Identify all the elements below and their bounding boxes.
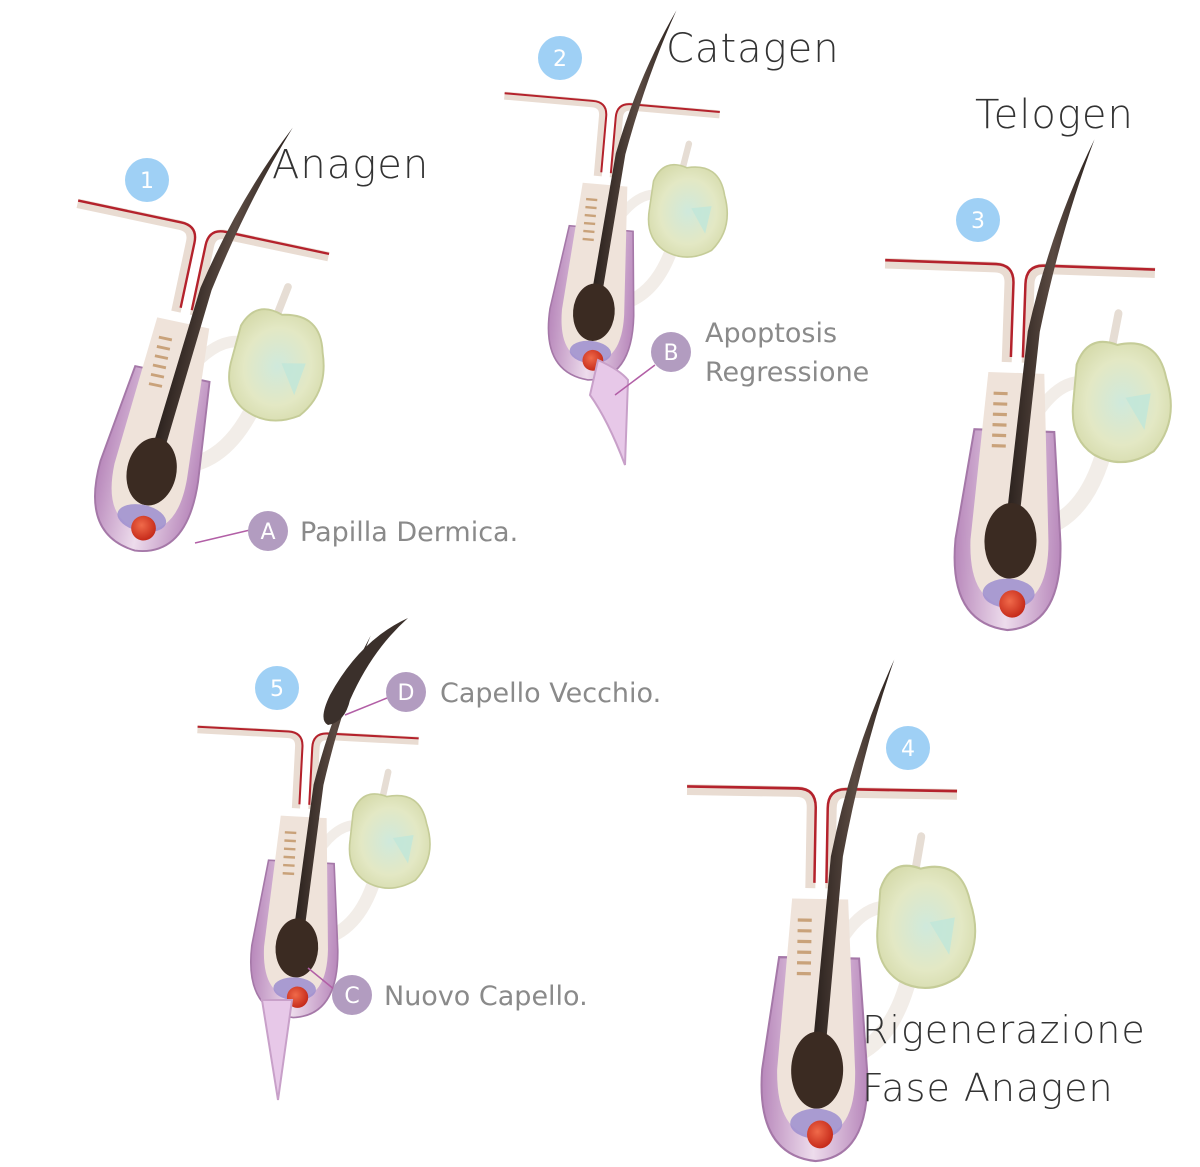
label-d-badge <box>386 672 426 712</box>
label-a-leader <box>194 529 251 544</box>
label-d-letter: D <box>398 681 415 706</box>
stage-4-title-line1: Rigenerazione <box>862 1008 1146 1052</box>
stage-3-badge <box>956 198 1000 242</box>
telogen-follicle-icon <box>872 132 1180 635</box>
label-c-leader <box>307 967 336 991</box>
label-c-text: Nuovo Capello. <box>384 981 588 1012</box>
stage-5-number: 5 <box>270 677 284 702</box>
label-c-badge <box>332 975 372 1015</box>
label-c-letter: C <box>344 984 359 1009</box>
label-a-badge <box>248 511 288 551</box>
label-b-letter: B <box>663 341 678 366</box>
label-b-badge <box>651 332 691 372</box>
label-b-leader <box>614 364 656 396</box>
label-b-text-line1: Apoptosis <box>705 318 837 349</box>
old-hair-shaft <box>323 618 408 725</box>
catagen-regressing-tail <box>588 358 630 466</box>
stage-2-title: Catagen <box>666 26 840 72</box>
label-a-letter: A <box>260 520 275 545</box>
stage-2-number: 2 <box>553 47 567 72</box>
stage-1-title: Anagen <box>272 142 429 188</box>
stage-5-badge <box>255 666 299 710</box>
stage-2-badge <box>538 36 582 80</box>
label-d-text: Capello Vecchio. <box>440 678 661 709</box>
new-follicle-tail <box>260 999 294 1101</box>
stage-3-number: 3 <box>971 209 985 234</box>
stage-3-title: Telogen <box>975 92 1134 138</box>
label-d-leader <box>344 697 388 716</box>
label-a-text: Papilla Dermica. <box>300 517 518 548</box>
label-b-text-line2: Regressione <box>705 357 869 388</box>
stage-1-number: 1 <box>140 169 154 194</box>
stage-4-number: 4 <box>901 737 915 762</box>
stage-4-title-line2: Fase Anagen <box>862 1066 1114 1110</box>
stage-4-badge <box>886 726 930 770</box>
stage-1-badge <box>125 158 169 202</box>
